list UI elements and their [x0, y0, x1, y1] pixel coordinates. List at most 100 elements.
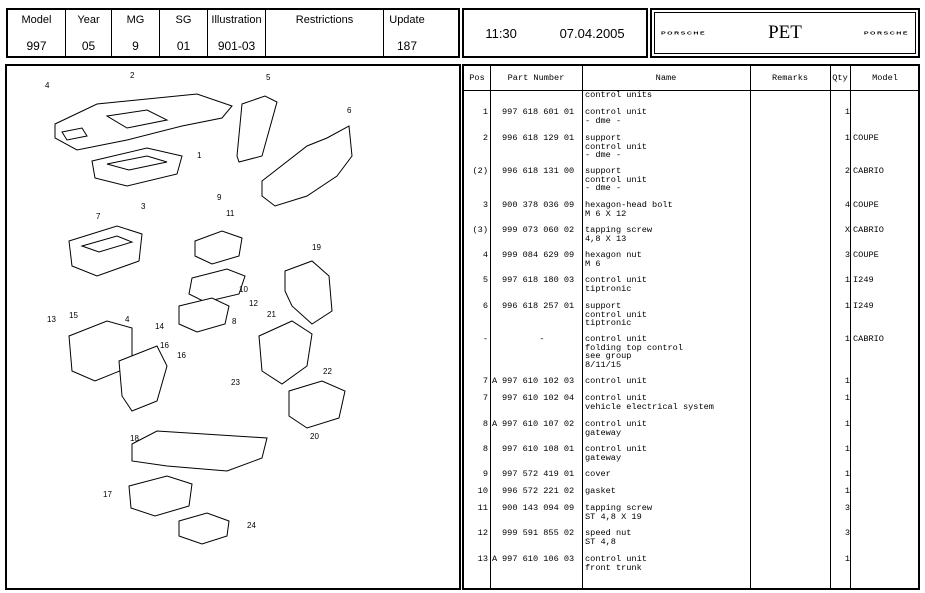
callout-10[interactable]: 10: [239, 285, 248, 294]
cell-name: 8/11/15: [585, 359, 622, 370]
time-display: 11:30: [485, 25, 517, 41]
cell-pos: 6: [482, 301, 488, 311]
column-header-model[interactable]: Model: [872, 73, 898, 83]
column-header-remarks[interactable]: Remarks: [771, 73, 809, 83]
cell-pos: 7: [482, 393, 488, 403]
cell-part-number: 900 143 094 09: [502, 503, 575, 513]
callout-2[interactable]: 2: [130, 71, 135, 80]
cell-name: control unit: [585, 393, 647, 403]
cell-pos: 3: [482, 200, 488, 210]
cell-name: - dme -: [585, 183, 622, 194]
column-header-part-number[interactable]: Part Number: [507, 73, 565, 83]
callout-9[interactable]: 9: [217, 193, 222, 202]
callout-16[interactable]: 16: [177, 351, 186, 360]
callout-12[interactable]: 12: [249, 299, 258, 308]
cell-name: see group: [585, 351, 632, 362]
part-unit-20: [288, 380, 346, 429]
cell-name: tiptronic: [585, 318, 632, 329]
part-bracket-14: [118, 345, 168, 412]
cell-part-number: 999 591 855 02: [502, 528, 575, 538]
table-header: Pos Part Number Name Remarks Qty Model: [464, 66, 918, 91]
callout-17[interactable]: 17: [103, 490, 112, 499]
cell-pos: 12: [477, 528, 488, 538]
callout-20[interactable]: 20: [310, 432, 319, 441]
cell-pos: 7: [482, 376, 488, 386]
table-row[interactable]: control units: [464, 91, 918, 104]
callout-11[interactable]: 11: [226, 209, 235, 218]
callout-14[interactable]: 14: [155, 322, 164, 331]
column-header-qty[interactable]: Qty: [832, 73, 848, 83]
cell-part-number: 999 073 060 02: [502, 225, 575, 235]
cell-name: - dme -: [585, 115, 622, 126]
callout-24[interactable]: 24: [247, 521, 256, 530]
cell-qty: 3: [844, 250, 850, 260]
cell-part-number: 997 610 102 03: [502, 376, 575, 386]
part-gateway-unit: [178, 297, 230, 333]
column-header-pos[interactable]: Pos: [469, 73, 485, 83]
brand-logo-right: PORSCHE: [863, 30, 909, 36]
cell-qty: 3: [844, 528, 850, 538]
cell-qty: 1: [844, 133, 850, 143]
callout-13[interactable]: 13: [47, 315, 56, 324]
header-field-value: 997: [26, 39, 47, 53]
brand-header: PORSCHE PET PORSCHE: [650, 8, 920, 58]
cell-qty: 3: [844, 503, 850, 513]
cell-part-number: 996 618 131 00: [502, 166, 575, 176]
callout-6[interactable]: 6: [347, 106, 352, 115]
header-field-value: 05: [81, 39, 96, 53]
callout-16[interactable]: 16: [160, 341, 169, 350]
callout-8[interactable]: 8: [232, 317, 237, 326]
callout-15[interactable]: 15: [69, 311, 78, 320]
callout-22[interactable]: 22: [323, 367, 332, 376]
cell-model: I249: [853, 275, 874, 285]
cell-pos: -: [482, 334, 488, 344]
callout-21[interactable]: 21: [267, 310, 276, 319]
callout-4[interactable]: 4: [125, 315, 130, 324]
header-field-label: MG: [126, 14, 145, 26]
header-field-label: SG: [175, 14, 192, 26]
cell-name: ST 4,8: [585, 536, 616, 547]
cell-qty: 1: [844, 469, 850, 479]
cell-name: control unit: [585, 141, 647, 152]
part-tiptronic-control-unit: [236, 95, 278, 163]
callout-18[interactable]: 18: [130, 434, 139, 443]
callout-7[interactable]: 7: [96, 212, 101, 221]
callout-4[interactable]: 4: [45, 81, 50, 90]
callout-23[interactable]: 23: [231, 378, 240, 387]
cell-pos: (3): [472, 225, 488, 235]
cell-part-number: 996 572 221 02: [502, 486, 575, 496]
cell-name: M 6 X 12: [585, 208, 627, 219]
cell-pos: (2): [472, 166, 488, 176]
callout-3[interactable]: 3: [141, 202, 146, 211]
cell-name: control unit: [585, 419, 647, 429]
cell-name: control unit: [585, 174, 647, 185]
column-header-name[interactable]: Name: [655, 73, 677, 83]
callout-5[interactable]: 5: [266, 73, 271, 82]
callout-19[interactable]: 19: [312, 243, 321, 252]
cell-qty: 1: [844, 444, 850, 454]
callout-1[interactable]: 1: [197, 151, 202, 160]
cell-model: CABRIO: [853, 334, 884, 344]
datetime-header: 11:30 07.04.2005: [462, 8, 648, 58]
